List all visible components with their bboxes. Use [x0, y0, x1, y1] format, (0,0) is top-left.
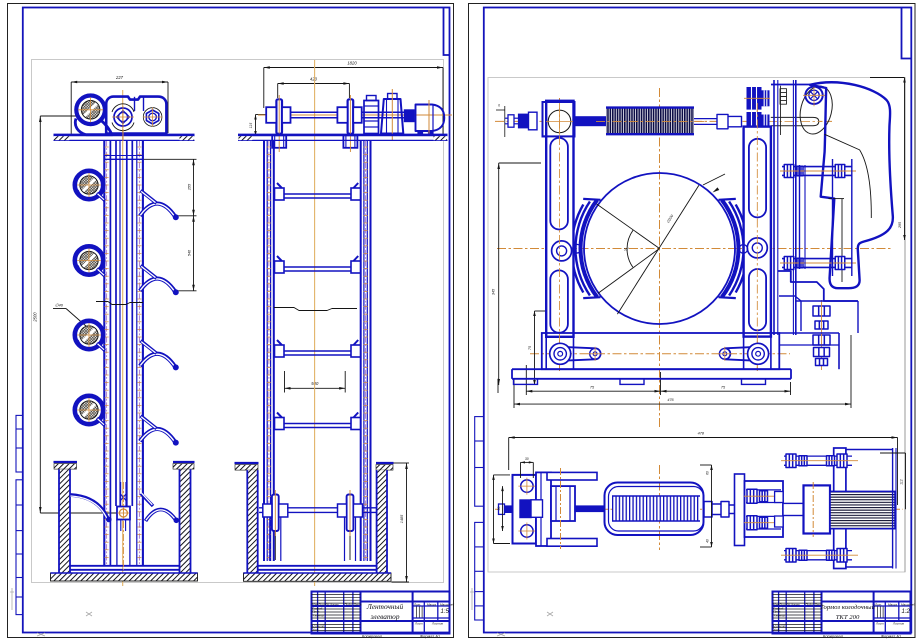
svg-text:Масса: Масса [888, 602, 897, 606]
svg-text:75: 75 [590, 386, 595, 390]
svg-text:Листов: Листов [892, 622, 904, 626]
svg-text:Н.контр.: Н.контр. [312, 624, 325, 628]
svg-text:Масштаб: Масштаб [901, 602, 915, 606]
svg-text:Масштаб: Масштаб [440, 602, 454, 606]
svg-text:Разраб.: Разраб. [773, 607, 784, 611]
svg-text:6: 6 [498, 104, 500, 108]
svg-text:75: 75 [528, 346, 532, 350]
svg-text:75: 75 [721, 386, 726, 390]
svg-text:Дата: Дата [814, 602, 823, 606]
svg-text:30: 30 [525, 457, 529, 461]
svg-text:Лист: Лист [317, 602, 326, 606]
svg-text:1820: 1820 [347, 60, 357, 65]
svg-text:40: 40 [705, 539, 709, 543]
svg-text:Копировал: Копировал [823, 634, 844, 639]
svg-text:элеватор: элеватор [371, 612, 400, 621]
svg-text:55°: 55° [624, 248, 630, 252]
svg-text:Формат A1: Формат A1 [420, 634, 441, 639]
svg-text:1:2: 1:2 [902, 609, 911, 615]
svg-text:∅200: ∅200 [666, 214, 674, 224]
svg-text:90: 90 [497, 507, 501, 511]
svg-text:255: 255 [187, 183, 191, 191]
svg-text:∅40: ∅40 [55, 303, 64, 308]
svg-text:№ докум.: № докум. [787, 602, 800, 606]
svg-text:Дата: Дата [353, 602, 362, 606]
svg-text:Изм: Изм [312, 602, 318, 606]
svg-text:Пров.: Пров. [773, 610, 781, 614]
svg-text:546: 546 [187, 249, 191, 256]
svg-text:Подп.: Подп. [345, 602, 353, 606]
svg-text:Лист: Лист [875, 622, 884, 626]
svg-text:Копировал: Копировал [362, 634, 383, 639]
svg-text:476: 476 [667, 398, 674, 402]
svg-text:Листов: Листов [431, 622, 443, 626]
svg-text:Н.контр.: Н.контр. [773, 624, 786, 628]
svg-text:Т.контр.: Т.контр. [312, 614, 324, 618]
svg-text:Тормоз колодочный: Тормоз колодочный [820, 604, 876, 611]
svg-text:№ докум.: № докум. [326, 602, 339, 606]
svg-text:1485: 1485 [400, 514, 404, 523]
svg-text:Лист: Лист [778, 602, 787, 606]
svg-text:2500: 2500 [32, 312, 37, 323]
svg-text:Т.контр.: Т.контр. [773, 614, 785, 618]
svg-text:Лист: Лист [414, 622, 423, 626]
svg-text:Утв.: Утв. [773, 627, 780, 631]
svg-text:345: 345 [492, 288, 496, 295]
svg-text:1:5: 1:5 [441, 609, 450, 615]
svg-text:Утв.: Утв. [312, 627, 319, 631]
svg-text:112: 112 [900, 479, 904, 485]
svg-text:Изм: Изм [773, 602, 779, 606]
svg-text:478: 478 [698, 431, 705, 435]
svg-text:295: 295 [898, 222, 902, 229]
svg-text:Ленточный: Ленточный [366, 602, 404, 611]
svg-text:Пров.: Пров. [312, 610, 320, 614]
svg-text:Лит.: Лит. [874, 602, 882, 606]
svg-text:60: 60 [705, 471, 709, 475]
svg-text:420: 420 [310, 76, 318, 81]
svg-text:ТКТ 200: ТКТ 200 [836, 614, 860, 621]
svg-text:Подп.: Подп. [806, 602, 814, 606]
svg-text:Лит.: Лит. [413, 602, 421, 606]
svg-text:Формат A1: Формат A1 [881, 634, 902, 639]
svg-text:Масса: Масса [427, 602, 436, 606]
svg-text:115: 115 [249, 123, 253, 129]
svg-text:Разраб.: Разраб. [312, 607, 323, 611]
svg-text:227: 227 [115, 75, 124, 80]
